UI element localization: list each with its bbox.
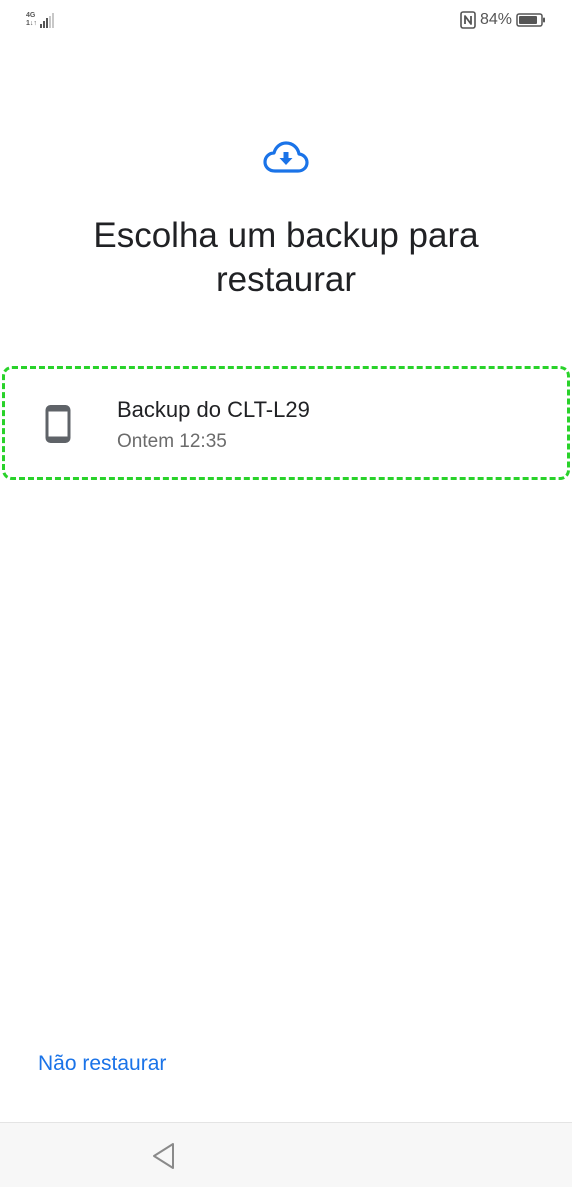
- battery-percentage: 84%: [479, 11, 512, 28]
- phone-icon: [45, 405, 71, 443]
- network-status: 4G 1↓↑: [26, 12, 54, 28]
- network-type-label: 4G 1↓↑: [26, 12, 37, 28]
- battery-icon: [516, 13, 545, 27]
- back-icon[interactable]: [150, 1141, 178, 1171]
- backup-date: Ontem 12:35: [117, 431, 227, 452]
- navigation-bar: [0, 1122, 572, 1187]
- network-data-indicator: 1↓↑: [26, 20, 37, 27]
- cloud-download-icon: [263, 141, 309, 173]
- backup-name: Backup do CLT-L29: [117, 397, 310, 422]
- device-status: 84%: [460, 11, 546, 29]
- network-type: 4G: [26, 12, 36, 19]
- page-title: Escolha um backup para restaurar: [93, 216, 479, 299]
- skip-restore-button[interactable]: Não restaurar: [38, 1052, 167, 1075]
- backup-option[interactable]: Backup do CLT-L29 Ontem 12:35: [2, 366, 570, 480]
- nfc-icon: [460, 11, 476, 29]
- status-bar: 4G 1↓↑ 84%: [0, 0, 572, 42]
- signal-icon: [39, 13, 54, 28]
